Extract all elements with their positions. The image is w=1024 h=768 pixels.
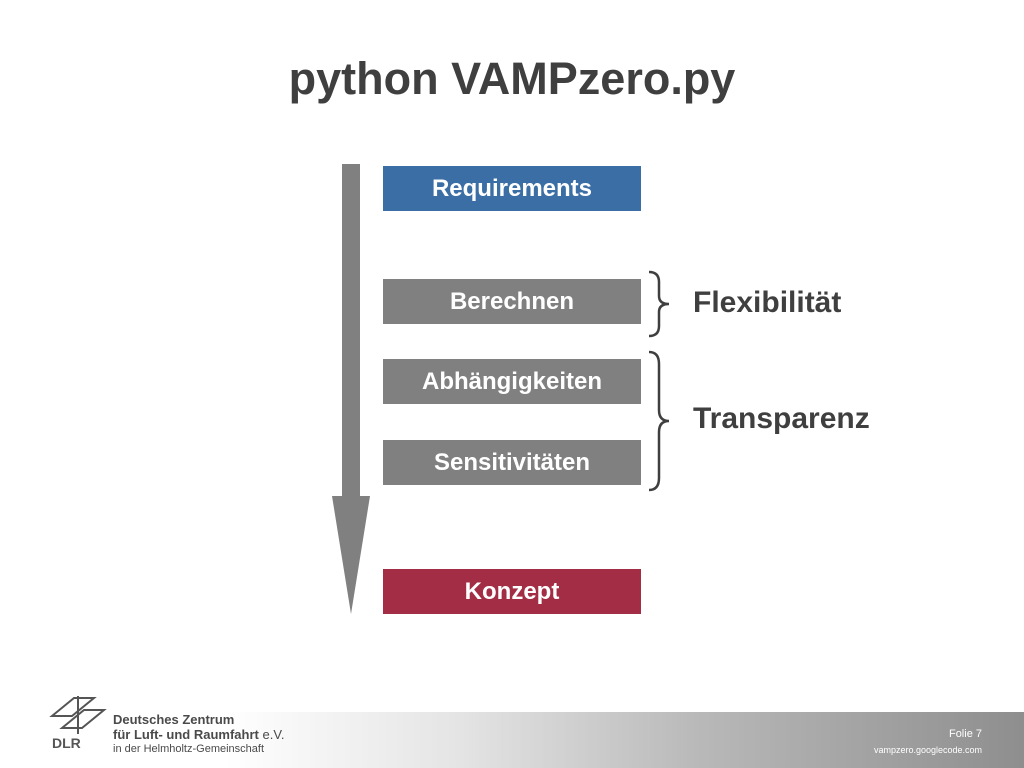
project-url: vampzero.googlecode.com bbox=[873, 745, 982, 755]
berechnen-label: Berechnen bbox=[449, 287, 575, 315]
org-name-suffix: e.V. bbox=[262, 727, 285, 742]
slide-title: python VAMPzero.py bbox=[288, 53, 736, 104]
dlr-logo-icon: DLR bbox=[49, 696, 107, 751]
konzept-box: Konzept bbox=[383, 569, 641, 614]
berechnen-box: Berechnen bbox=[383, 279, 641, 324]
abhaengigkeiten-box: Abhängigkeiten bbox=[383, 359, 641, 404]
transparenz-label: Transparenz bbox=[693, 402, 870, 435]
flexibilitaet-label: Flexibilität bbox=[693, 286, 842, 319]
flow-down-arrow-icon bbox=[332, 164, 370, 614]
org-name-line2-main: für Luft- und Raumfahrt bbox=[113, 727, 259, 742]
sensitivitaeten-label: Sensitivitäten bbox=[433, 448, 591, 476]
konzept-label: Konzept bbox=[464, 577, 560, 605]
footer-bar bbox=[0, 712, 1024, 768]
requirements-label: Requirements bbox=[431, 174, 593, 202]
flexibilitaet-brace-icon bbox=[648, 270, 670, 338]
slide-number: Folie 7 bbox=[948, 728, 982, 740]
sensitivitaeten-box: Sensitivitäten bbox=[383, 440, 641, 485]
org-helmholtz-line: in der Helmholtz-Gemeinschaft bbox=[113, 743, 265, 755]
transparenz-brace-icon bbox=[648, 350, 670, 492]
dlr-logo-text: DLR bbox=[52, 735, 81, 751]
requirements-box: Requirements bbox=[383, 166, 641, 211]
abhaengigkeiten-label: Abhängigkeiten bbox=[421, 367, 602, 395]
org-name-line1: Deutsches Zentrum bbox=[113, 712, 235, 727]
org-name-line2: für Luft- und Raumfahrt e.V. bbox=[113, 727, 284, 742]
